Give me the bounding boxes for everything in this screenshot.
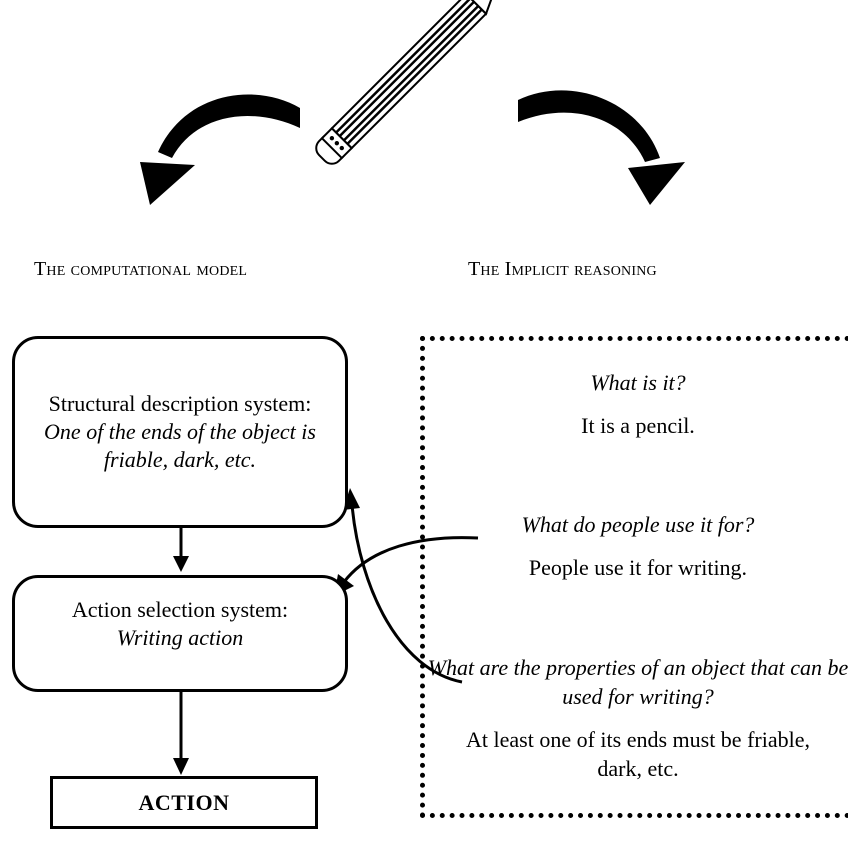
heading-implicit-reasoning: The Implicit reasoning — [468, 258, 657, 280]
implicit-reasoning-frame — [420, 336, 848, 818]
action-selection-box: Action selection system: Writing action — [12, 575, 348, 692]
arrow-structural-to-action-selection — [173, 528, 189, 572]
question-use: What do people use it for? — [521, 512, 755, 537]
answer-writing: People use it for writing. — [528, 555, 748, 580]
heading-computational-model: The computational model — [34, 258, 248, 280]
answer-ends: At least one of its ends must be friable… — [466, 727, 810, 781]
action-selection-title: Action selection system: — [71, 597, 289, 622]
action-box: ACTION — [50, 776, 318, 829]
structural-title: Structural description system: — [48, 391, 312, 416]
answer-pencil: It is a pencil. — [581, 413, 695, 438]
curved-arrow-left-icon — [140, 94, 300, 205]
pencil-icon — [315, 0, 500, 165]
structural-description-box: Structural description system: One of th… — [12, 336, 348, 528]
curved-arrow-right-icon — [518, 90, 685, 205]
action-selection-detail: Writing action — [116, 625, 244, 650]
question-what-is-it: What is it? — [590, 370, 686, 395]
question-properties: What are the properties of an object tha… — [427, 655, 848, 709]
arrow-action-selection-to-action — [173, 692, 189, 775]
structural-detail: One of the ends of the object is friable… — [44, 419, 316, 472]
